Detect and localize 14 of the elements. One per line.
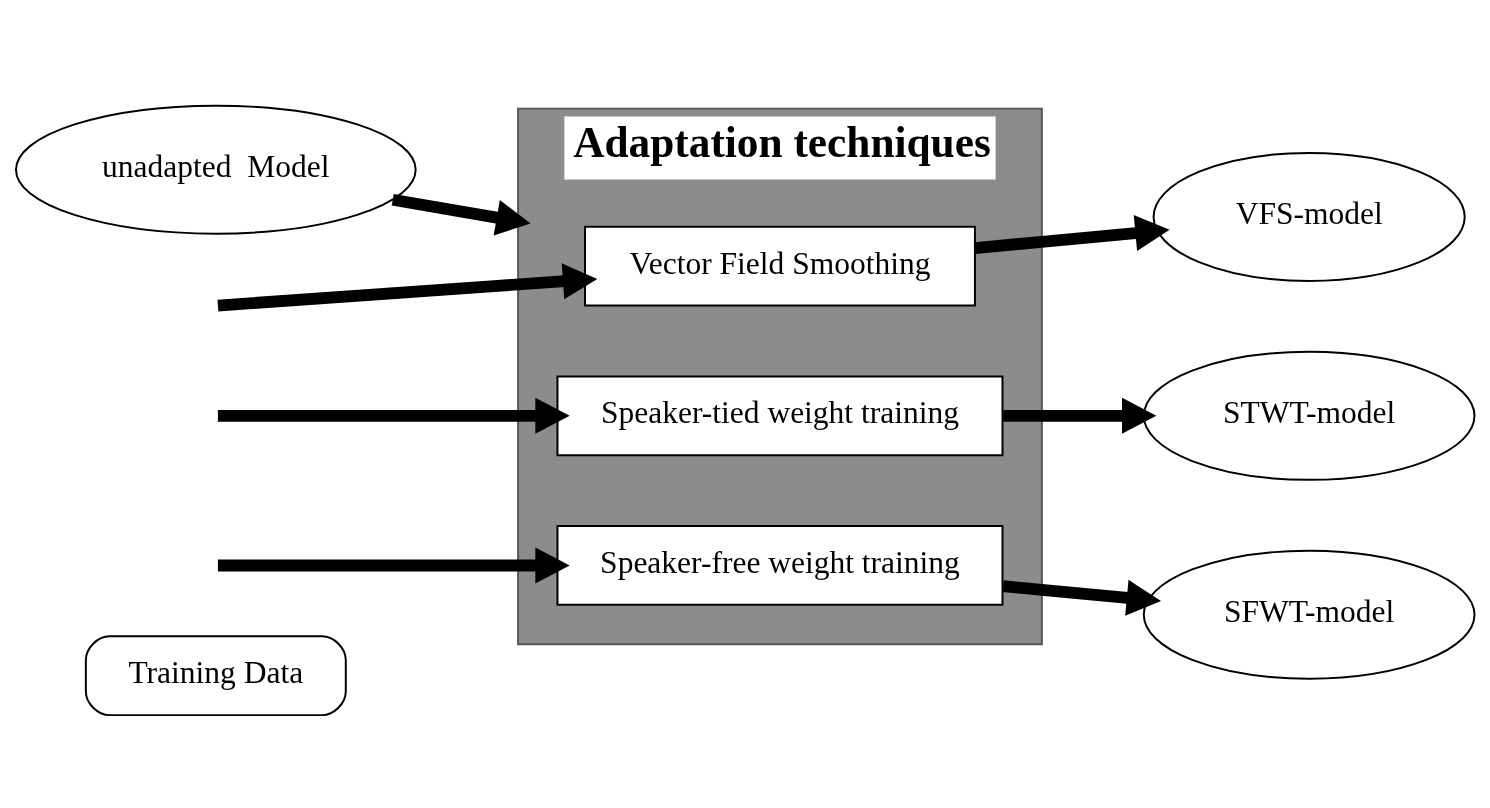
arrow [974,215,1170,254]
node-ellipse: unadapted Model [15,104,417,235]
arrow [391,194,531,236]
node-ellipse: STWT-model [1142,350,1476,481]
node-box: Training Data [84,635,347,717]
node-box: Speaker-tied weight training [556,375,1004,457]
node-box: Vector Field Smoothing [584,225,976,307]
arrow [1003,397,1157,434]
node-ellipse: SFWT-model [1142,549,1476,680]
node-ellipse: VFS-model [1152,151,1466,282]
node-box: Speaker-free weight training [556,525,1004,606]
arrow [217,263,598,312]
arrow [217,397,570,434]
arrow [217,547,570,584]
